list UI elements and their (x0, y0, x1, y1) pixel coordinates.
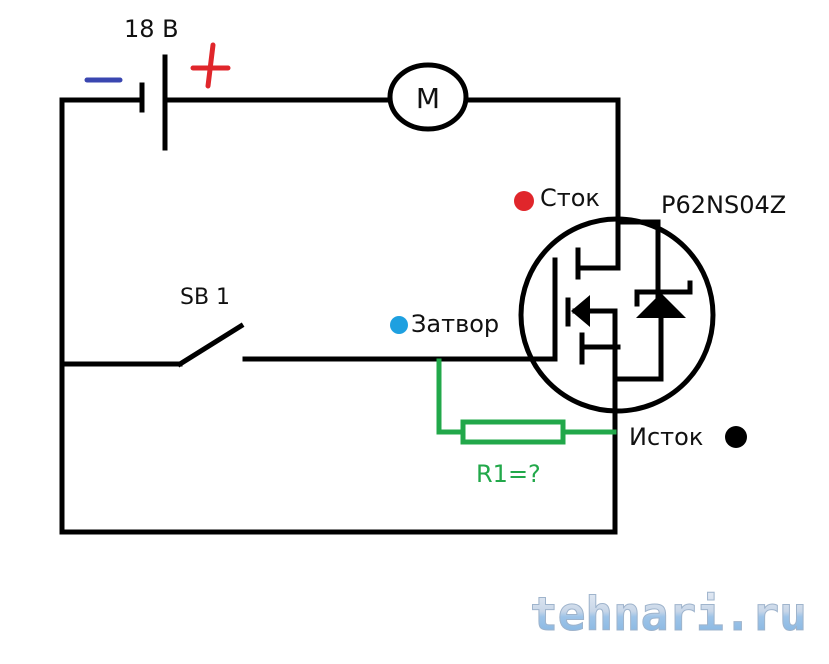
drain-label: Сток (540, 184, 600, 212)
resistor-r1 (436, 358, 617, 445)
watermark: tehnari.ru (530, 587, 807, 641)
gate-label: Затвор (411, 310, 499, 338)
body-diode-icon (636, 293, 686, 318)
motor: M (387, 62, 469, 132)
switch-sb1 (59, 322, 245, 368)
mosfet-symbol (518, 216, 716, 414)
motor-label: M (416, 82, 440, 115)
wire-bottom-loop (59, 357, 618, 535)
resistor-label: R1=? (476, 460, 541, 488)
battery-symbol (139, 54, 168, 151)
drain-dot-icon (514, 191, 534, 211)
mosfet-part-number: P62NS04Z (661, 191, 786, 219)
wire-motor-to-drain (464, 97, 621, 268)
battery-voltage-label: 18 В (124, 15, 179, 43)
positive-terminal-mark (190, 42, 231, 89)
wire-left-top (59, 97, 143, 363)
source-label: Исток (629, 423, 703, 451)
wire-switch-to-gate (242, 257, 558, 362)
gate-dot-icon (390, 316, 408, 334)
switch-label: SB 1 (180, 285, 230, 310)
source-dot-icon (725, 426, 747, 448)
